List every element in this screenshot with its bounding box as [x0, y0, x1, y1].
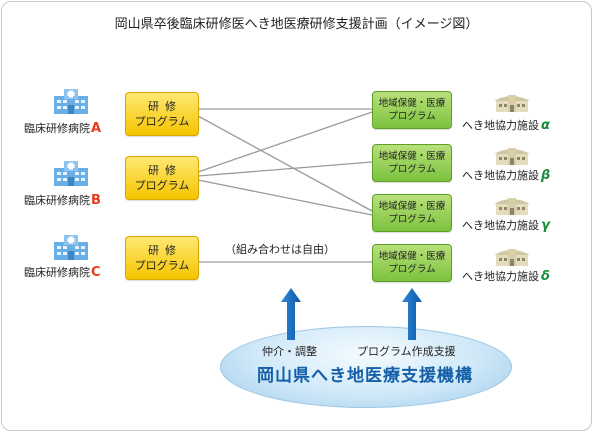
link-b-beta [197, 161, 373, 177]
hospital-letter: B [91, 193, 101, 208]
regional-program-box-alpha: 地域保健・医療 プログラム [372, 91, 452, 129]
facility-name: へき地協力施設 [462, 119, 539, 132]
mediation-label: 仲介・調整 [262, 345, 317, 358]
regional-program-sublabel: プログラム [388, 214, 436, 225]
hospital-building-icon [54, 89, 88, 114]
up-arrow-icon [402, 288, 422, 340]
training-program-box-c: 研修 プログラム [125, 236, 199, 280]
link-b-gamma [197, 179, 373, 216]
facility-name: へき地協力施設 [462, 169, 539, 182]
link-b-alpha [197, 111, 373, 173]
hospital-building-icon [54, 235, 88, 260]
hospital-building-icon [54, 161, 88, 186]
up-arrow-icon [281, 288, 301, 340]
regional-program-box-gamma: 地域保健・医療 プログラム [372, 194, 452, 232]
hospital-label-c: 臨床研修病院C [24, 264, 101, 280]
rural-facility-building-icon [494, 249, 530, 266]
regional-program-box-delta: 地域保健・医療 プログラム [372, 244, 452, 282]
hospital-letter: C [91, 265, 101, 280]
support-organization-ellipse [220, 326, 512, 408]
diagram-title: 岡山県卒後臨床研修医へき地医療研修支援計画（イメージ図） [114, 17, 479, 32]
regional-program-sublabel: プログラム [388, 264, 436, 275]
program-sublabel: プログラム [134, 259, 190, 272]
program-support-label: プログラム作成支援 [357, 345, 456, 358]
regional-program-sublabel: プログラム [388, 164, 436, 175]
training-program-box-a: 研修 プログラム [125, 92, 199, 136]
hospital-label-b: 臨床研修病院B [24, 192, 101, 208]
facility-letter: γ [541, 218, 550, 233]
hospital-letter: A [91, 121, 102, 136]
regional-program-label: 地域保健・医療 [378, 98, 446, 109]
regional-program-label: 地域保健・医療 [378, 251, 446, 262]
program-label: 研修 [148, 100, 182, 113]
training-program-box-b: 研修 プログラム [125, 156, 199, 200]
facility-letter: δ [541, 269, 550, 284]
rural-facility-building-icon [494, 148, 530, 165]
hospital-name: 臨床研修病院 [24, 122, 90, 135]
facility-name: へき地協力施設 [462, 270, 539, 283]
rural-facility-building-icon [494, 198, 530, 215]
organization-name: 岡山県へき地医療支援機構 [257, 366, 473, 386]
rural-facility-building-icon [494, 95, 530, 112]
facility-letter: β [541, 168, 551, 183]
regional-program-box-beta: 地域保健・医療 プログラム [372, 144, 452, 182]
regional-program-label: 地域保健・医療 [378, 201, 446, 212]
link-a-gamma [197, 115, 373, 212]
hospital-name: 臨床研修病院 [24, 194, 90, 207]
regional-program-sublabel: プログラム [388, 111, 436, 122]
program-sublabel: プログラム [134, 115, 190, 128]
program-label: 研修 [148, 244, 182, 257]
hospital-label-a: 臨床研修病院A [24, 120, 101, 136]
program-sublabel: プログラム [134, 179, 190, 192]
combination-note: （組み合わせは自由） [225, 243, 335, 256]
regional-program-label: 地域保健・医療 [378, 151, 446, 162]
facility-letter: α [541, 118, 550, 133]
facility-name: へき地協力施設 [462, 219, 539, 232]
program-label: 研修 [148, 164, 182, 177]
hospital-name: 臨床研修病院 [24, 266, 90, 279]
